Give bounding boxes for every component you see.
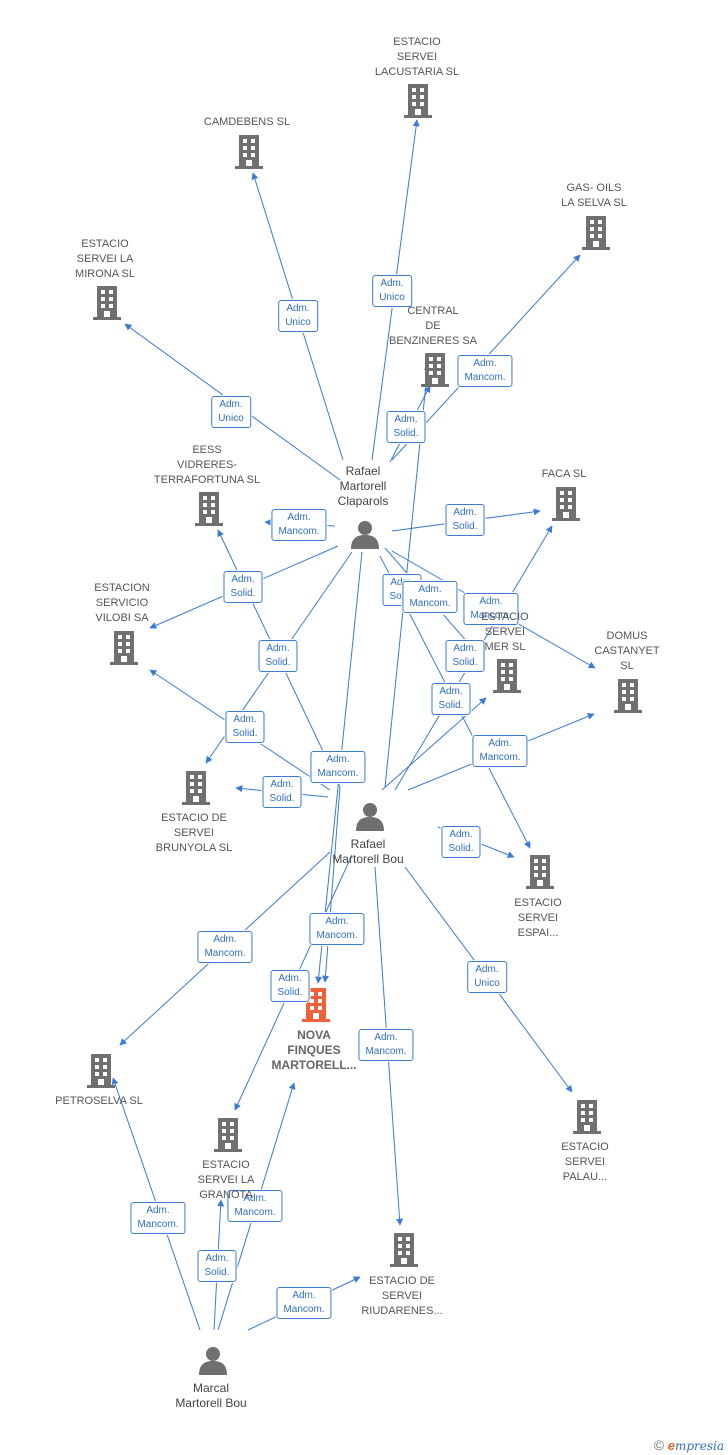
brand-logo-text: mpresia (674, 1439, 724, 1453)
building-icon-mirona[interactable] (93, 286, 121, 320)
edge-label-bou-petroselva[interactable]: Adm. Mancom. (197, 931, 253, 963)
edge-label-claparols-camdebens[interactable]: Adm. Unico (278, 300, 318, 332)
edge-label-marcal-nova[interactable]: Adm. Mancom. (227, 1190, 283, 1222)
edge-label-claparols-mirona[interactable]: Adm. Unico (211, 396, 251, 428)
edge-label-bou-central[interactable]: Adm. Solid. (382, 574, 422, 606)
edge-label-bou-brunyola[interactable]: Adm. Solid. (262, 776, 302, 808)
building-icon-lacustaria[interactable] (404, 84, 432, 118)
edge-label-marcal-riudarenes[interactable]: Adm. Mancom. (276, 1287, 332, 1319)
edge-label-claparols-central[interactable]: Adm. Solid. (386, 411, 426, 443)
building-icon-granota[interactable] (214, 1118, 242, 1152)
building-icon-brunyola[interactable] (182, 771, 210, 805)
edge-label-bou-palau[interactable]: Adm. Unico (467, 961, 507, 993)
copyright-symbol: © (653, 1437, 665, 1453)
edge-label-bou-riudarenes[interactable]: Adm. Mancom. (358, 1029, 414, 1061)
node-label-petroselva[interactable]: PETROSELVA SL (55, 1095, 143, 1107)
building-icon-camdebens[interactable] (235, 135, 263, 169)
edge-label-bou-domus[interactable]: Adm. Mancom. (472, 735, 528, 767)
building-icon-central[interactable] (421, 353, 449, 387)
building-icon-gasoils[interactable] (582, 216, 610, 250)
person-icon-marcal[interactable] (199, 1347, 227, 1375)
edges-layer (111, 119, 596, 1331)
edge-label-claparols-lacustaria[interactable]: Adm. Unico (372, 275, 412, 307)
edge-label-claparols-espai[interactable]: Adm. Solid. (445, 640, 485, 672)
node-label-faca[interactable]: FACA SL (541, 468, 587, 480)
edge-label-bou-faca[interactable]: Adm. Mancom. (402, 581, 458, 613)
building-icon-faca[interactable] (552, 487, 580, 521)
edge-label-claparols-nova[interactable]: Adm. Mancom. (309, 913, 365, 945)
building-icon-palau[interactable] (573, 1100, 601, 1134)
edge-label-bou-vilobi[interactable]: Adm. Solid. (225, 711, 265, 743)
building-icon-espai[interactable] (526, 855, 554, 889)
edge-label-claparols-domus[interactable]: Adm. Mancom. (463, 593, 519, 625)
building-icon-petroselva[interactable] (87, 1054, 115, 1088)
edge-label-bou-nova[interactable]: Adm. Mancom. (310, 751, 366, 783)
edge-label-bou-granota[interactable]: Adm. Solid. (270, 970, 310, 1002)
brand-logo-initial: e (667, 1438, 675, 1453)
edge-bou-nova (321, 786, 341, 983)
building-icon-vilobi[interactable] (110, 631, 138, 665)
person-icon-bou[interactable] (356, 803, 384, 831)
building-icon-domus[interactable] (614, 679, 642, 713)
edge-label-bou-eess[interactable]: Adm. Solid. (258, 640, 298, 672)
edge-label-claparols-eess[interactable]: Adm. Mancom. (271, 509, 327, 541)
building-icon-mer[interactable] (493, 659, 521, 693)
building-icon-riudarenes[interactable] (390, 1233, 418, 1267)
building-icon-eess[interactable] (195, 492, 223, 526)
person-icon-claparols[interactable] (351, 521, 379, 549)
edge-label-claparols-faca[interactable]: Adm. Solid. (445, 504, 485, 536)
edge-label-marcal-petroselva[interactable]: Adm. Mancom. (130, 1202, 186, 1234)
brand-footer: © empresia (654, 1437, 724, 1453)
edge-label-bou-espai[interactable]: Adm. Solid. (441, 826, 481, 858)
node-label-camdebens[interactable]: CAMDEBENS SL (203, 116, 291, 128)
edge-label-marcal-granota[interactable]: Adm. Solid. (197, 1250, 237, 1282)
edge-label-claparols-vilobi[interactable]: Adm. Solid. (223, 571, 263, 603)
edge-label-bou-mer[interactable]: Adm. Solid. (431, 683, 471, 715)
edge-label-claparols-gasoils[interactable]: Adm. Mancom. (457, 355, 513, 387)
